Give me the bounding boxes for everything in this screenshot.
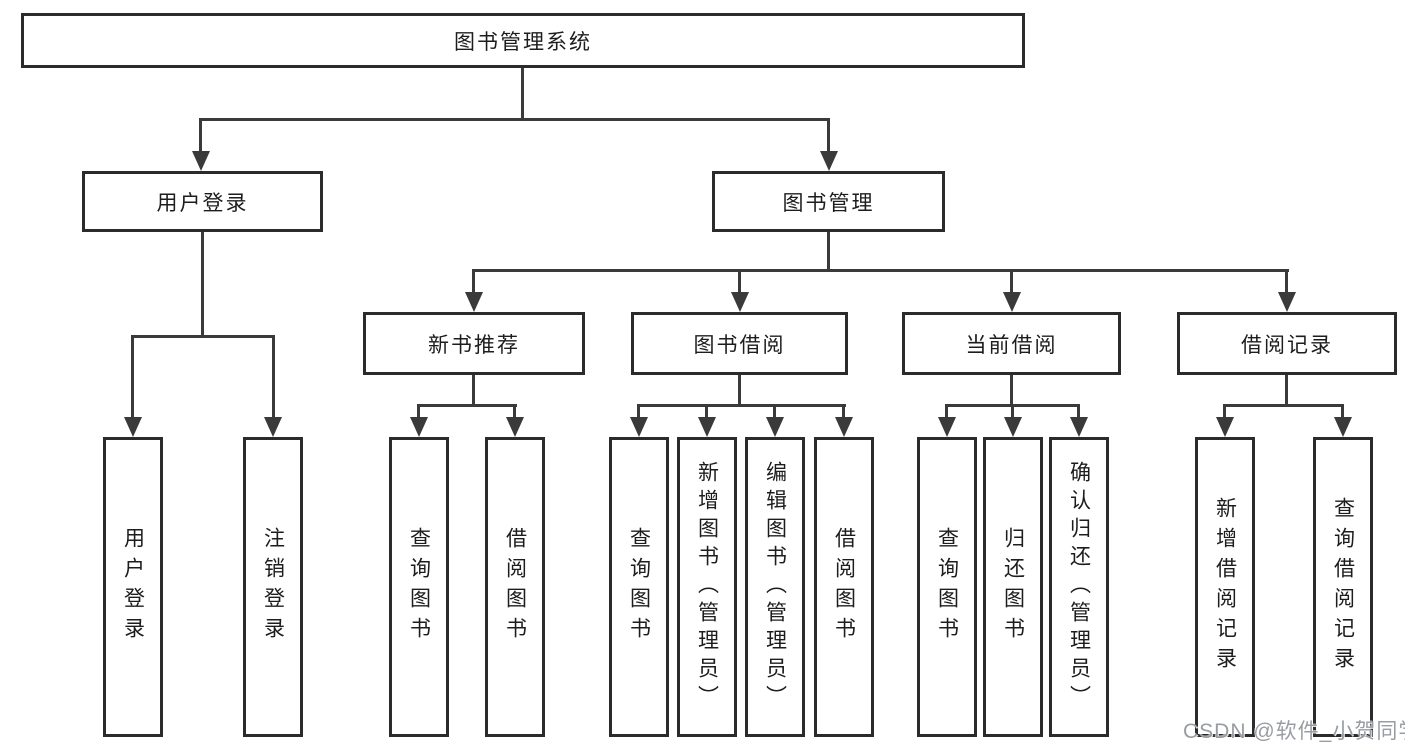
node-current-borrowing: 当前借阅 <box>902 312 1121 375</box>
node-borrowing-records: 借阅记录 <box>1177 312 1397 375</box>
arrow-down-icon <box>1278 292 1296 312</box>
node-book-management: 图书管理 <box>712 171 945 232</box>
connector-line <box>417 404 420 419</box>
node-book-management-label: 图书管理 <box>782 191 875 215</box>
arrow-down-icon <box>938 417 956 437</box>
connector-line <box>738 375 741 407</box>
arrow-down-icon <box>731 292 749 312</box>
leaf-query-borrow-record-label: 查询借阅记录 <box>1331 497 1355 677</box>
arrow-down-icon <box>630 417 648 437</box>
leaf-user-login-label: 用户登录 <box>121 527 145 647</box>
connector-line <box>1223 404 1226 419</box>
arrow-down-icon <box>1003 292 1021 312</box>
connector-line <box>1010 375 1013 407</box>
arrow-down-icon <box>766 417 784 437</box>
leaf-edit-book-admin: 编辑图书（管理员） <box>745 437 805 737</box>
connector-line <box>199 118 202 153</box>
connector-line <box>131 335 275 338</box>
connector-line <box>1077 404 1080 419</box>
arrow-down-icon <box>1216 417 1234 437</box>
connector-line <box>201 232 204 337</box>
leaf-query-books-recommend: 查询图书 <box>389 437 449 737</box>
arrow-down-icon <box>410 417 428 437</box>
leaf-borrow-books-recommend: 借阅图书 <box>485 437 545 737</box>
arrow-down-icon <box>835 417 853 437</box>
connector-line <box>131 335 134 419</box>
connector-line <box>1010 269 1013 295</box>
leaf-confirm-return-admin: 确认归还（管理员） <box>1049 437 1109 737</box>
leaf-return-books-label: 归还图书 <box>1001 527 1025 647</box>
node-new-book-recommend-label: 新书推荐 <box>428 333 520 357</box>
leaf-add-book-admin: 新增图书（管理员） <box>677 437 737 737</box>
leaf-query-books-current-label: 查询图书 <box>935 527 959 647</box>
connector-line <box>945 404 948 419</box>
connector-line <box>637 404 640 419</box>
arrow-down-icon <box>124 417 142 437</box>
leaf-add-borrow-record: 新增借阅记录 <box>1195 437 1255 737</box>
leaf-user-login: 用户登录 <box>103 437 163 737</box>
arrow-down-icon <box>465 292 483 312</box>
node-current-borrowing-label: 当前借阅 <box>965 333 1058 357</box>
node-user-login: 用户登录 <box>82 171 323 232</box>
connector-line <box>1223 404 1344 407</box>
connector-line <box>705 404 708 419</box>
leaf-query-borrow-record: 查询借阅记录 <box>1313 437 1373 737</box>
connector-line <box>272 335 275 419</box>
connector-line <box>1011 404 1014 419</box>
connector-line <box>842 404 845 419</box>
leaf-add-borrow-record-label: 新增借阅记录 <box>1213 497 1237 677</box>
node-root-label: 图书管理系统 <box>454 30 592 54</box>
arrow-down-icon <box>1004 417 1022 437</box>
leaf-edit-book-admin-label: 编辑图书（管理员） <box>763 461 787 713</box>
connector-line <box>472 375 475 407</box>
leaf-borrow-books-borrowing-label: 借阅图书 <box>832 527 856 647</box>
leaf-logout: 注销登录 <box>243 437 303 737</box>
arrow-down-icon <box>506 417 524 437</box>
node-book-borrowing-label: 图书借阅 <box>693 333 786 357</box>
leaf-query-books-borrowing: 查询图书 <box>609 437 669 737</box>
leaf-query-books-borrowing-label: 查询图书 <box>627 527 651 647</box>
node-book-borrowing: 图书借阅 <box>631 312 848 375</box>
leaf-query-books-current: 查询图书 <box>917 437 977 737</box>
leaf-add-book-admin-label: 新增图书（管理员） <box>695 461 719 713</box>
node-borrowing-records-label: 借阅记录 <box>1241 333 1333 357</box>
connector-line <box>199 118 830 121</box>
arrow-down-icon <box>192 151 210 171</box>
node-user-login-label: 用户登录 <box>156 191 249 215</box>
connector-line <box>472 269 1289 272</box>
connector-line <box>521 68 524 121</box>
node-new-book-recommend: 新书推荐 <box>363 312 585 375</box>
node-root: 图书管理系统 <box>21 13 1025 68</box>
leaf-query-books-recommend-label: 查询图书 <box>407 527 431 647</box>
connector-line <box>1285 269 1288 295</box>
connector-line <box>827 232 830 272</box>
connector-line <box>513 404 516 419</box>
leaf-borrow-books-borrowing: 借阅图书 <box>814 437 874 737</box>
connector-line <box>417 404 517 407</box>
arrow-down-icon <box>1334 417 1352 437</box>
arrow-down-icon <box>820 151 838 171</box>
connector-line <box>738 269 741 295</box>
arrow-down-icon <box>264 417 282 437</box>
connector-line <box>637 404 846 407</box>
connector-line <box>827 118 830 153</box>
arrow-down-icon <box>698 417 716 437</box>
connector-line <box>773 404 776 419</box>
leaf-confirm-return-admin-label: 确认归还（管理员） <box>1067 461 1091 713</box>
leaf-borrow-books-recommend-label: 借阅图书 <box>503 527 527 647</box>
leaf-logout-label: 注销登录 <box>261 527 285 647</box>
connector-line <box>472 269 475 295</box>
csdn-watermark: CSDN @软件_小贺同学 <box>1183 720 1405 743</box>
connector-line <box>1285 375 1288 407</box>
connector-line <box>1341 404 1344 419</box>
leaf-return-books: 归还图书 <box>983 437 1043 737</box>
arrow-down-icon <box>1070 417 1088 437</box>
